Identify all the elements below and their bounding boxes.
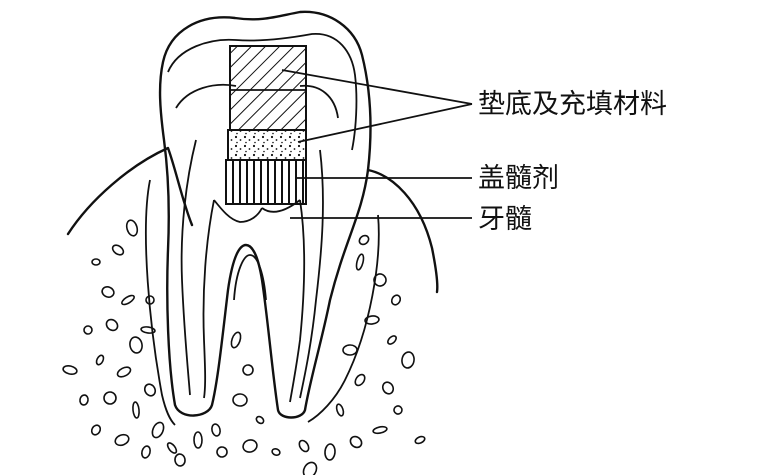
bone-pebble (101, 286, 115, 298)
bone-pebble (242, 364, 254, 376)
bone-pebble (355, 253, 365, 271)
alveolar-socket-left (145, 179, 176, 426)
bone-pebble (132, 401, 140, 419)
bone-pebble (298, 439, 310, 453)
bone-pebble (114, 433, 130, 447)
label-pulp-capping-agent: 盖髓剂 (478, 163, 559, 194)
bone-pebble (335, 403, 345, 417)
bone-pebble (129, 336, 143, 354)
pulp-canal (180, 139, 324, 403)
bone-pebble (393, 405, 403, 415)
interradicular-bone (233, 254, 267, 301)
bone-pebble (125, 219, 139, 237)
bone-pebble (373, 273, 387, 287)
pulp-horn-left (213, 199, 263, 223)
bone-pebble (401, 351, 415, 369)
bone-pebble (121, 294, 135, 306)
label-base-filling-material: 垫底及充填材料 (478, 89, 667, 120)
bone-trabeculae (62, 219, 426, 475)
bone-pebble (174, 453, 186, 467)
bone-pebble (90, 424, 102, 436)
bone-pebble (145, 295, 155, 305)
bone-pebble (342, 344, 358, 356)
bone-pebble (103, 391, 117, 405)
bone-pebble (193, 431, 203, 449)
bone-pebble (381, 381, 395, 395)
bone-pebble (230, 331, 242, 349)
bone-pebble (242, 439, 258, 453)
bone-pebble (140, 326, 156, 334)
filling-material-layer (229, 45, 307, 131)
bone-pebble (358, 234, 370, 246)
tooth-outline (158, 10, 372, 419)
bone-pebble (105, 318, 119, 332)
bone-pebble (324, 443, 336, 461)
bone-pebble (143, 383, 157, 397)
bone-pebble (83, 325, 93, 335)
bone-pebble (166, 442, 178, 454)
bone-pebble (390, 294, 402, 306)
bone-pebble (141, 445, 151, 459)
bone-pebble (232, 393, 248, 407)
bone-pebble (116, 366, 132, 378)
bone-pebble (387, 335, 397, 345)
pulp-capping-layer (225, 159, 307, 205)
label-dental-pulp: 牙髓 (478, 204, 532, 235)
bone-pebble (271, 448, 281, 456)
leader-lines (281, 69, 473, 219)
bone-pebble (349, 435, 363, 449)
bone-pebble (79, 394, 89, 406)
bone-pebble (91, 258, 101, 266)
base-layer (227, 129, 307, 161)
bone-pebble (354, 373, 366, 387)
alveolar-socket-right (307, 214, 380, 423)
bone-pebble (255, 415, 265, 425)
gingiva-line (66, 146, 194, 236)
bone-pebble (62, 364, 78, 376)
bone-pebble (111, 244, 125, 256)
bone-pebble (414, 435, 426, 445)
bone-pebble (211, 423, 221, 437)
bone-pebble (372, 425, 388, 435)
bone-pebble (95, 354, 105, 366)
enamel-inner-line (167, 33, 358, 151)
bone-pebble (151, 421, 165, 439)
bone-pebble (216, 446, 228, 458)
bone-pebble (364, 315, 380, 325)
bone-pebble (302, 461, 318, 475)
